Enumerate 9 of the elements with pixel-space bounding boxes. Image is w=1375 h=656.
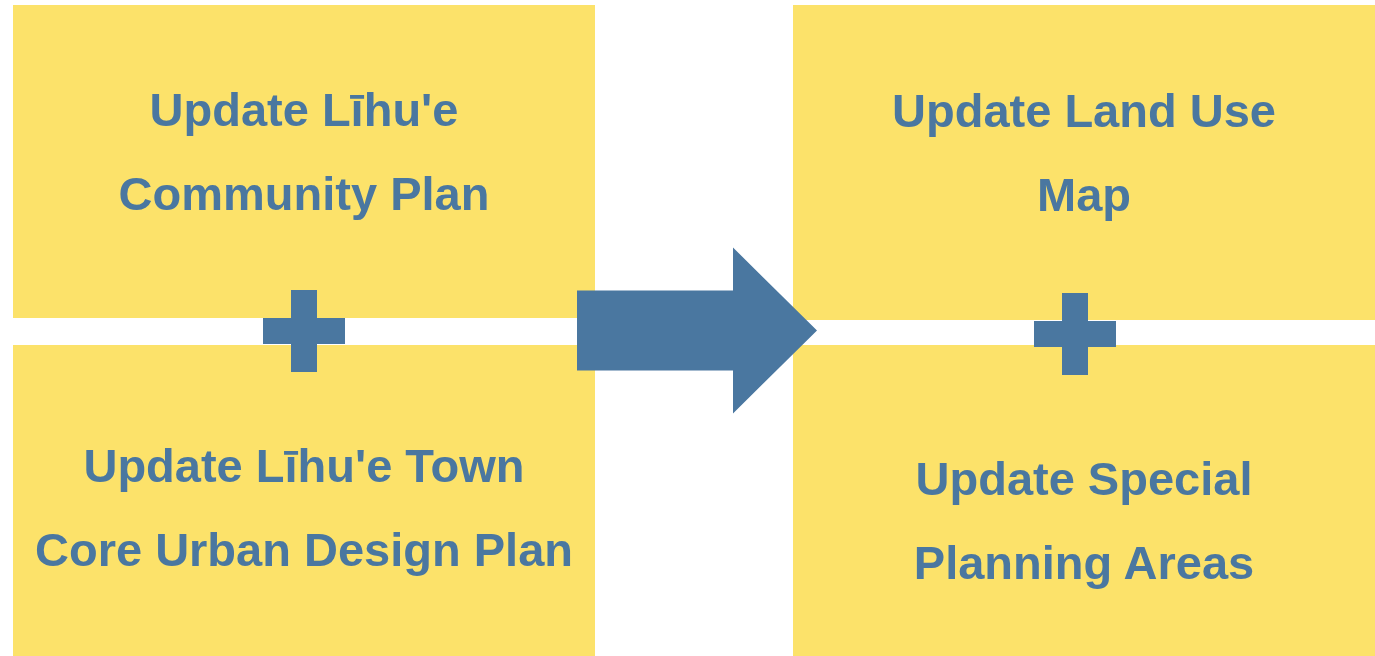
process-box [793,345,1375,656]
process-box [793,5,1375,320]
box-label: Update Special Planning Areas [912,450,1256,591]
box-label: Update Līhu'e Community Plan [117,81,491,222]
box-label: Update Līhu'e Town Core Urban Design Plan [34,438,574,578]
process-box [13,5,595,318]
block-arrow [577,247,817,414]
process-box [13,345,595,656]
box-label: Update Land Use Map [891,82,1277,223]
